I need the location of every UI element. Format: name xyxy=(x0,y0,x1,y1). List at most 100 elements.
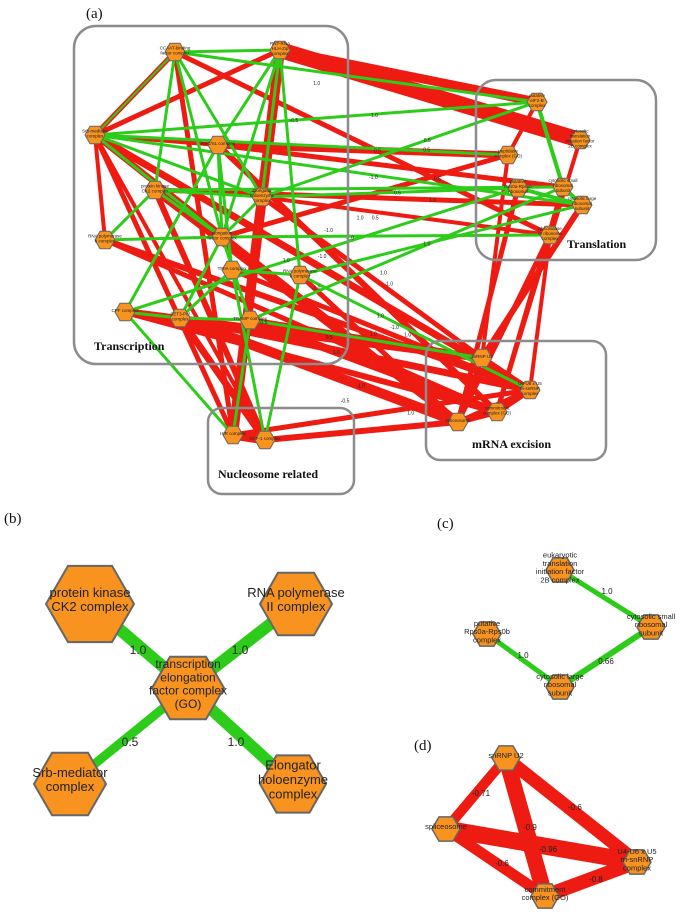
network-node-ckii-hexagon xyxy=(207,135,229,155)
node-large-label-line: ribosomal xyxy=(544,680,577,689)
edge-label-center-srb: 0.5 xyxy=(122,735,139,749)
network-node-rnt-label-line: HLH-Zip xyxy=(272,46,289,51)
network-edge-negative xyxy=(93,131,532,394)
network-edge-positive xyxy=(263,274,302,441)
network-edge-u2-u4 xyxy=(501,752,642,868)
network-edge-positive xyxy=(174,48,281,54)
network-node-cytsmall-label-line: translation xyxy=(570,134,591,139)
network-edge-label: 0.5 xyxy=(326,335,333,341)
network-edge-label: -1.0 xyxy=(369,175,378,181)
node-large-label-line: subunit xyxy=(548,688,573,697)
network-node-ccaat-hexagon xyxy=(164,42,186,62)
network-edge-label: 1.0 xyxy=(371,113,378,119)
network-edge-label: 0.5 xyxy=(424,138,431,144)
network-edge-positive xyxy=(124,186,519,314)
network-edge-positive xyxy=(535,101,565,188)
node-u2-label: snRNP U2 xyxy=(488,751,523,760)
node-commit-label-line: commitment xyxy=(525,885,567,894)
network-edge-label: -0.5 xyxy=(432,176,441,182)
network-node-cpf-hexagon xyxy=(114,302,136,322)
network-node-tramp-label: TRAMP complex xyxy=(233,316,267,321)
network-node-u4u6-label-line: tri-snRNP xyxy=(520,386,540,391)
network-edge-negative xyxy=(92,133,236,437)
network-node-spliceo: spliceosome xyxy=(445,412,471,432)
network-node-large60-label-line: subunit xyxy=(575,206,590,211)
network-node-teg-hexagon xyxy=(211,227,233,247)
node-u4-label-line: complex xyxy=(623,863,651,872)
network-node-hir-label-line: HIR complex xyxy=(220,431,247,436)
panel-c-label: (c) xyxy=(437,516,454,532)
node-center-label-line: transcription xyxy=(155,657,220,671)
group-box-mrna xyxy=(424,339,608,462)
node-u4-hexagon xyxy=(622,849,652,875)
network-node-commit-label-line: complex (GO) xyxy=(483,410,512,415)
network-node-cafi-hexagon xyxy=(254,430,276,450)
network-edge-label: 0.5 xyxy=(394,191,401,197)
node-u2-hexagon xyxy=(491,745,521,771)
network-edge-positive xyxy=(261,100,538,199)
network-node-u4u6-label-line: U4-U6 x U5 xyxy=(518,381,542,386)
network-node-set3-label-line: SET3-Pol xyxy=(170,312,189,317)
network-node-rnap2-label-line: RNA polymerase xyxy=(283,269,317,274)
edge-label-center-rnapol: 1.0 xyxy=(232,643,249,657)
edge-label-u2-commit: -0.9 xyxy=(523,823,537,832)
network-edge-negative xyxy=(232,387,531,438)
network-node-hir: HIR complex xyxy=(220,425,247,445)
network-node-glyco-hexagon xyxy=(539,225,561,245)
network-edge-positive xyxy=(94,133,583,207)
network-edge-label: 1.0 xyxy=(370,331,377,337)
network-edge-spliceo-u4 xyxy=(444,820,639,871)
node-pk-label-line: CK2 complex xyxy=(51,599,129,614)
network-edge-label: -1.0 xyxy=(318,254,327,260)
group-label-nucleosome: Nucleosome related xyxy=(218,467,318,481)
node-elong-label-line: Elongator xyxy=(265,758,321,773)
network-node-tfiia-hexagon xyxy=(221,260,243,280)
edge-label-rps-large: 1.0 xyxy=(517,651,529,660)
network-edge-u2-commit xyxy=(498,755,553,899)
network-edge-label: -0.5 xyxy=(341,398,350,404)
node-small-hexagon xyxy=(636,614,666,640)
network-node-set3-hexagon xyxy=(169,308,191,328)
group-box-translation xyxy=(474,78,658,262)
network-edge-negative xyxy=(261,195,551,237)
network-edge-negative xyxy=(172,51,236,436)
network-node-cytsmall-label-line: cytosolic xyxy=(571,129,589,134)
network-node-cytsmall-label-line: initiation factor xyxy=(565,138,595,143)
network-node-u4u6-label-line: complex xyxy=(522,391,540,396)
network-node-rnt-hexagon xyxy=(269,40,291,60)
panel-c-edges xyxy=(485,567,653,690)
network-node-spliceo-label: spliceosome xyxy=(445,418,471,423)
node-srb-hexagon xyxy=(32,751,108,817)
panel-b-label: (b) xyxy=(4,511,22,527)
network-node-small40-hexagon xyxy=(552,177,574,197)
network-node-peptide-label-line: peptidase xyxy=(498,149,518,154)
node-center-hexagon xyxy=(150,655,226,721)
network-edge-positive xyxy=(94,133,509,157)
network-node-set3-label-line: complex xyxy=(172,316,190,321)
network-edge-negative xyxy=(260,194,484,361)
network-edge-negative xyxy=(93,134,107,241)
node-u2: snRNP U2 xyxy=(488,745,524,771)
node-large-label-line: cytosolic large xyxy=(536,672,584,681)
network-node-tramp-hexagon xyxy=(239,310,261,330)
network-edge-positive xyxy=(103,188,157,242)
network-node-rps0-hexagon xyxy=(507,178,529,198)
network-node-spliceo-hexagon xyxy=(447,412,469,432)
network-edge-commit-u4 xyxy=(542,855,640,903)
